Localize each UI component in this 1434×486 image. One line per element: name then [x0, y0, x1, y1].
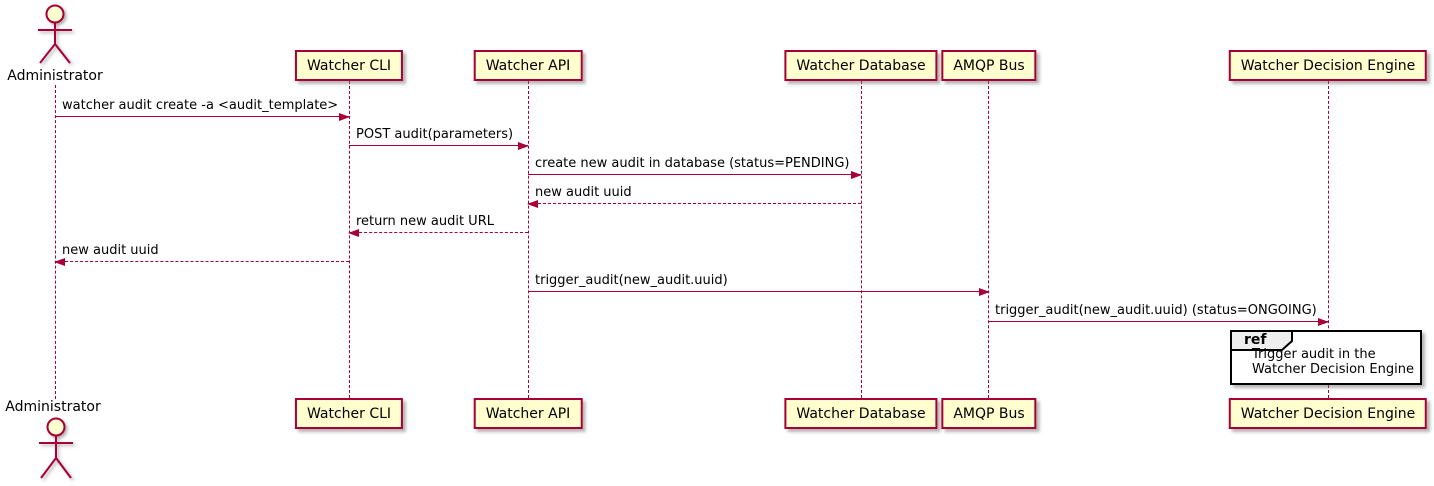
message-label: trigger_audit(new_audit.uuid) — [535, 273, 728, 288]
participant-box-bottom-watcher-cli: Watcher CLI — [294, 398, 404, 429]
message-label: create new audit in database (status=PEN… — [535, 156, 850, 171]
ref-keyword: ref — [1244, 332, 1267, 348]
lifeline-watcher-decision-engine — [1327, 81, 1329, 398]
message-new-audit-uuid-db: new audit uuid — [527, 182, 861, 208]
participant-box-bottom-watcher-api: Watcher API — [473, 398, 583, 429]
message-line — [55, 116, 349, 117]
message-line — [55, 261, 349, 262]
arrowhead-right-icon — [518, 142, 529, 150]
message-line — [528, 203, 861, 204]
participant-label: Watcher API — [485, 405, 571, 422]
participant-label: Watcher API — [485, 57, 571, 74]
message-label: watcher audit create -a <audit_template> — [62, 98, 339, 113]
arrowhead-right-icon — [979, 288, 990, 296]
participant-label: Watcher CLI — [306, 57, 392, 74]
message-post-audit: POST audit(parameters) — [349, 124, 529, 150]
participant-box-bottom-watcher-decision-engine: Watcher Decision Engine — [1228, 398, 1428, 429]
participant-box-top-amqp-bus: AMQP Bus — [941, 50, 1037, 81]
actor-icon — [38, 4, 72, 64]
message-label: new audit uuid — [62, 243, 159, 258]
arrowhead-right-icon — [1318, 318, 1329, 326]
message-label: new audit uuid — [535, 185, 632, 200]
participant-box-top-watcher-decision-engine: Watcher Decision Engine — [1228, 50, 1428, 81]
message-line — [988, 321, 1328, 322]
lifeline-watcher-cli — [348, 81, 350, 398]
actor-label-top: Administrator — [7, 68, 103, 84]
participant-label: Watcher Decision Engine — [1240, 57, 1416, 74]
message-audit-create: watcher audit create -a <audit_template> — [55, 95, 350, 121]
participant-box-top-watcher-cli: Watcher CLI — [294, 50, 404, 81]
actor-administrator-figure-bottom — [30, 414, 82, 486]
participant-box-top-watcher-api: Watcher API — [473, 50, 583, 81]
message-trigger-audit: trigger_audit(new_audit.uuid) — [528, 270, 990, 296]
message-line — [528, 174, 861, 175]
message-label: return new audit URL — [356, 214, 494, 229]
arrowhead-left-icon — [348, 229, 359, 237]
message-line — [349, 232, 528, 233]
actor-label-bottom: Administrator — [5, 399, 101, 415]
participant-box-bottom-amqp-bus: AMQP Bus — [941, 398, 1037, 429]
ref-text-line2: Watcher Decision Engine — [1252, 362, 1414, 377]
message-line — [528, 291, 989, 292]
message-label: POST audit(parameters) — [356, 127, 514, 142]
participant-label: Watcher Database — [796, 405, 926, 422]
participant-box-bottom-watcher-database: Watcher Database — [784, 398, 938, 429]
message-return-audit-url: return new audit URL — [348, 211, 528, 237]
actor-icon — [39, 417, 73, 479]
lifeline-watcher-api — [527, 81, 529, 398]
message-label: trigger_audit(new_audit.uuid) (status=ON… — [995, 303, 1317, 318]
ref-header-pentagon-icon — [1230, 330, 1293, 351]
participant-label: Watcher Decision Engine — [1240, 405, 1416, 422]
message-new-audit-uuid-cli: new audit uuid — [54, 240, 349, 266]
lifeline-amqp-bus — [988, 81, 989, 398]
message-trigger-audit-ongoing: trigger_audit(new_audit.uuid) (status=ON… — [988, 300, 1329, 326]
ref-text: Trigger audit in the Watcher Decision En… — [1252, 347, 1414, 377]
arrowhead-right-icon — [851, 171, 862, 179]
actor-administrator-figure-top — [29, 3, 81, 71]
arrowhead-left-icon — [54, 258, 65, 266]
arrowhead-right-icon — [339, 113, 350, 121]
participant-label: Watcher CLI — [306, 405, 392, 422]
participant-label: AMQP Bus — [953, 405, 1025, 422]
participant-label: Watcher Database — [796, 57, 926, 74]
ref-text-line1: Trigger audit in the — [1252, 347, 1376, 362]
participant-box-top-watcher-database: Watcher Database — [784, 50, 938, 81]
participant-label: AMQP Bus — [953, 57, 1025, 74]
lifeline-administrator — [54, 85, 56, 399]
lifeline-watcher-database — [860, 81, 862, 398]
arrowhead-left-icon — [527, 200, 538, 208]
message-create-audit-db: create new audit in database (status=PEN… — [528, 153, 862, 179]
message-line — [349, 145, 528, 146]
ref-fragment: ref Trigger audit in the Watcher Decisio… — [1230, 330, 1422, 385]
